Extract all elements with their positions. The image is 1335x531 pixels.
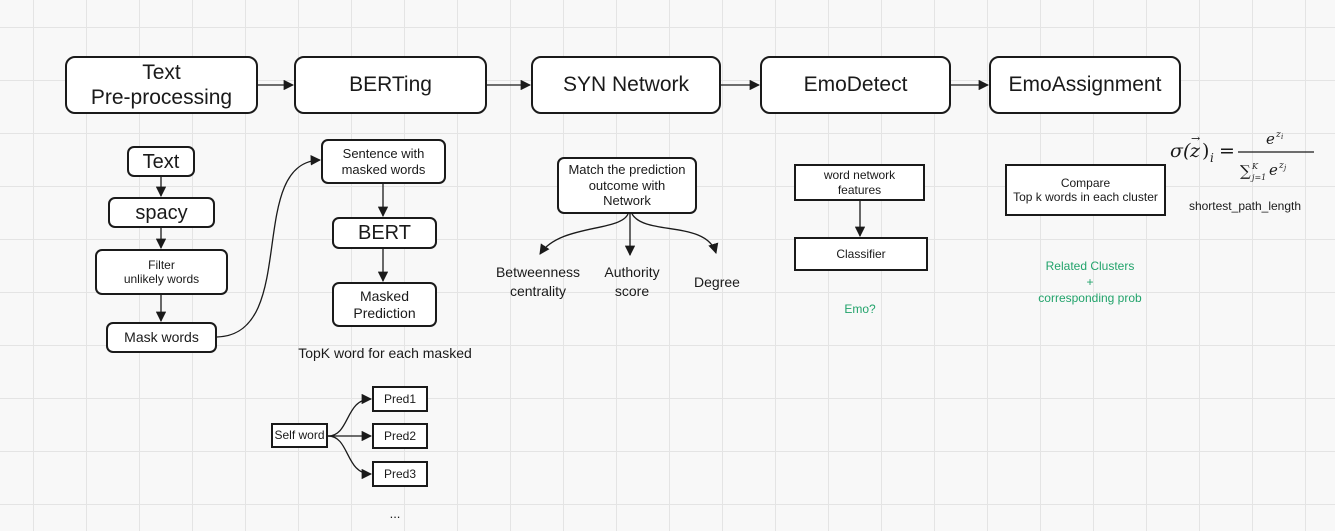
node-masked-prediction: Masked Prediction <box>332 282 437 327</box>
svg-text:=: = <box>1219 140 1235 162</box>
svg-text:): ) <box>1202 140 1209 162</box>
label-related-clusters: Related Clusters + corresponding prob <box>1038 259 1142 306</box>
node-spacy: spacy <box>108 197 215 228</box>
stage-preprocessing: Text Pre-processing <box>65 56 258 114</box>
label-degree: Degree <box>694 274 740 290</box>
svg-text:z: z <box>1275 130 1281 140</box>
svg-text:z: z <box>1189 140 1201 162</box>
svg-text:j=1: j=1 <box>1250 173 1266 182</box>
stage-emodetect: EmoDetect <box>760 56 951 114</box>
arrow-match-to-degree <box>631 213 719 254</box>
svg-text:e: e <box>1269 161 1278 179</box>
svg-text:i: i <box>1210 151 1214 165</box>
arrow-match-to-betweenness <box>539 213 629 255</box>
stage-syn-network: SYN Network <box>531 56 721 114</box>
svg-text:→: → <box>1191 132 1200 145</box>
svg-text:z: z <box>1278 161 1284 171</box>
label-topk: TopK word for each masked <box>298 345 472 361</box>
node-classifier: Classifier <box>794 237 928 271</box>
node-text: Text <box>127 146 195 177</box>
arrow-self-to-pred3 <box>327 435 373 480</box>
arrow-self-to-pred1 <box>327 393 373 437</box>
node-bert: BERT <box>332 217 437 249</box>
svg-text:i: i <box>1281 133 1283 141</box>
node-filter: Filter unlikely words <box>95 249 228 295</box>
node-pred3: Pred3 <box>372 461 428 487</box>
node-match-prediction: Match the prediction outcome with Networ… <box>557 157 697 214</box>
softmax-formula: σ( z → ) i = e z i ∑ K j=1 e z j <box>1170 130 1314 182</box>
label-ellipsis: ... <box>389 506 401 521</box>
label-authority: Authority score <box>604 264 660 299</box>
node-mask-words: Mask words <box>106 322 217 353</box>
svg-text:σ(: σ( <box>1170 140 1191 162</box>
node-pred2: Pred2 <box>372 423 428 449</box>
label-shortest-path: shortest_path_length <box>1188 199 1302 213</box>
node-word-network-features: word network features <box>794 164 925 201</box>
label-betweenness: Betweenness centrality <box>495 264 581 299</box>
node-compare-topk: Compare Top k words in each cluster <box>1005 164 1166 216</box>
label-emo: Emo? <box>844 302 876 316</box>
stage-berting: BERTing <box>294 56 487 114</box>
svg-text:j: j <box>1282 164 1287 172</box>
stage-emoassignment: EmoAssignment <box>989 56 1181 114</box>
node-self-word: Self word <box>271 423 328 448</box>
node-sentence-masked: Sentence with masked words <box>321 139 446 184</box>
arrow-mask-to-sentence <box>216 155 322 338</box>
node-pred1: Pred1 <box>372 386 428 412</box>
svg-text:e: e <box>1266 130 1275 148</box>
svg-text:∑: ∑ <box>1240 162 1251 180</box>
svg-text:K: K <box>1251 162 1259 171</box>
